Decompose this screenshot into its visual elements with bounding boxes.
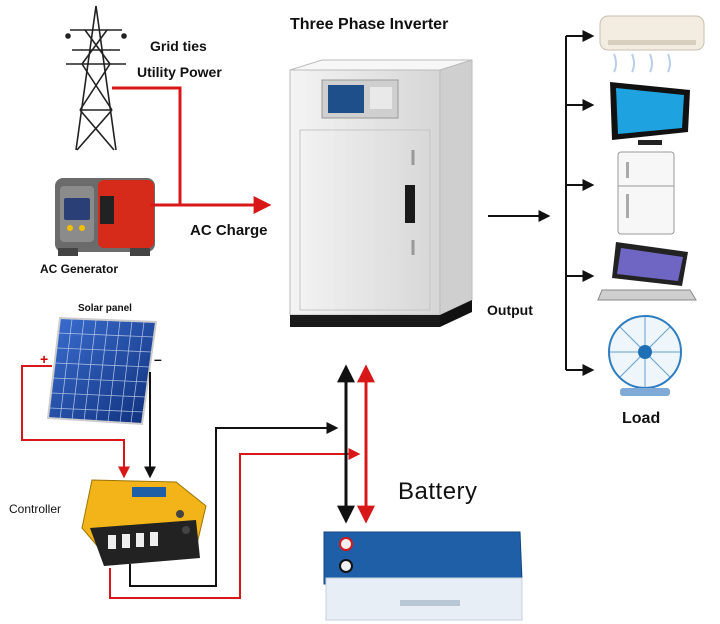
ac-charge-label: AC Charge: [190, 222, 268, 239]
solar-wiring: [21, 365, 156, 479]
battery-label: Battery: [398, 478, 478, 505]
positive-terminal-label: +: [40, 351, 49, 367]
laptop-icon: [597, 242, 697, 301]
refrigerator-icon: [617, 151, 675, 235]
negative-terminal-label: –: [154, 351, 162, 367]
controller-label: Controller: [9, 502, 62, 516]
battery-icon: [323, 531, 523, 621]
ac-generator-label: AC Generator: [40, 262, 119, 276]
grid-ties-label: Grid ties: [150, 38, 207, 54]
output-label: Output: [487, 302, 533, 318]
solar-panel-label: Solar panel: [78, 303, 132, 314]
pylon-icon: [65, 5, 127, 151]
solar-panel-icon: [46, 316, 158, 426]
inverter-icon: [289, 59, 473, 327]
load-label: Load: [622, 410, 661, 427]
air-conditioner-icon: [599, 15, 705, 73]
generator-icon: [55, 178, 155, 256]
ac-input-lines: [112, 86, 272, 214]
controller-icon: [81, 479, 207, 566]
inverter-title: Three Phase Inverter: [290, 16, 449, 33]
inverter-battery-link: [337, 364, 375, 524]
battery-charge-wiring: [109, 422, 361, 599]
load-bus: [565, 30, 595, 376]
fan-icon: [608, 315, 682, 396]
utility-power-label: Utility Power: [137, 64, 222, 80]
tv-icon: [610, 82, 690, 145]
